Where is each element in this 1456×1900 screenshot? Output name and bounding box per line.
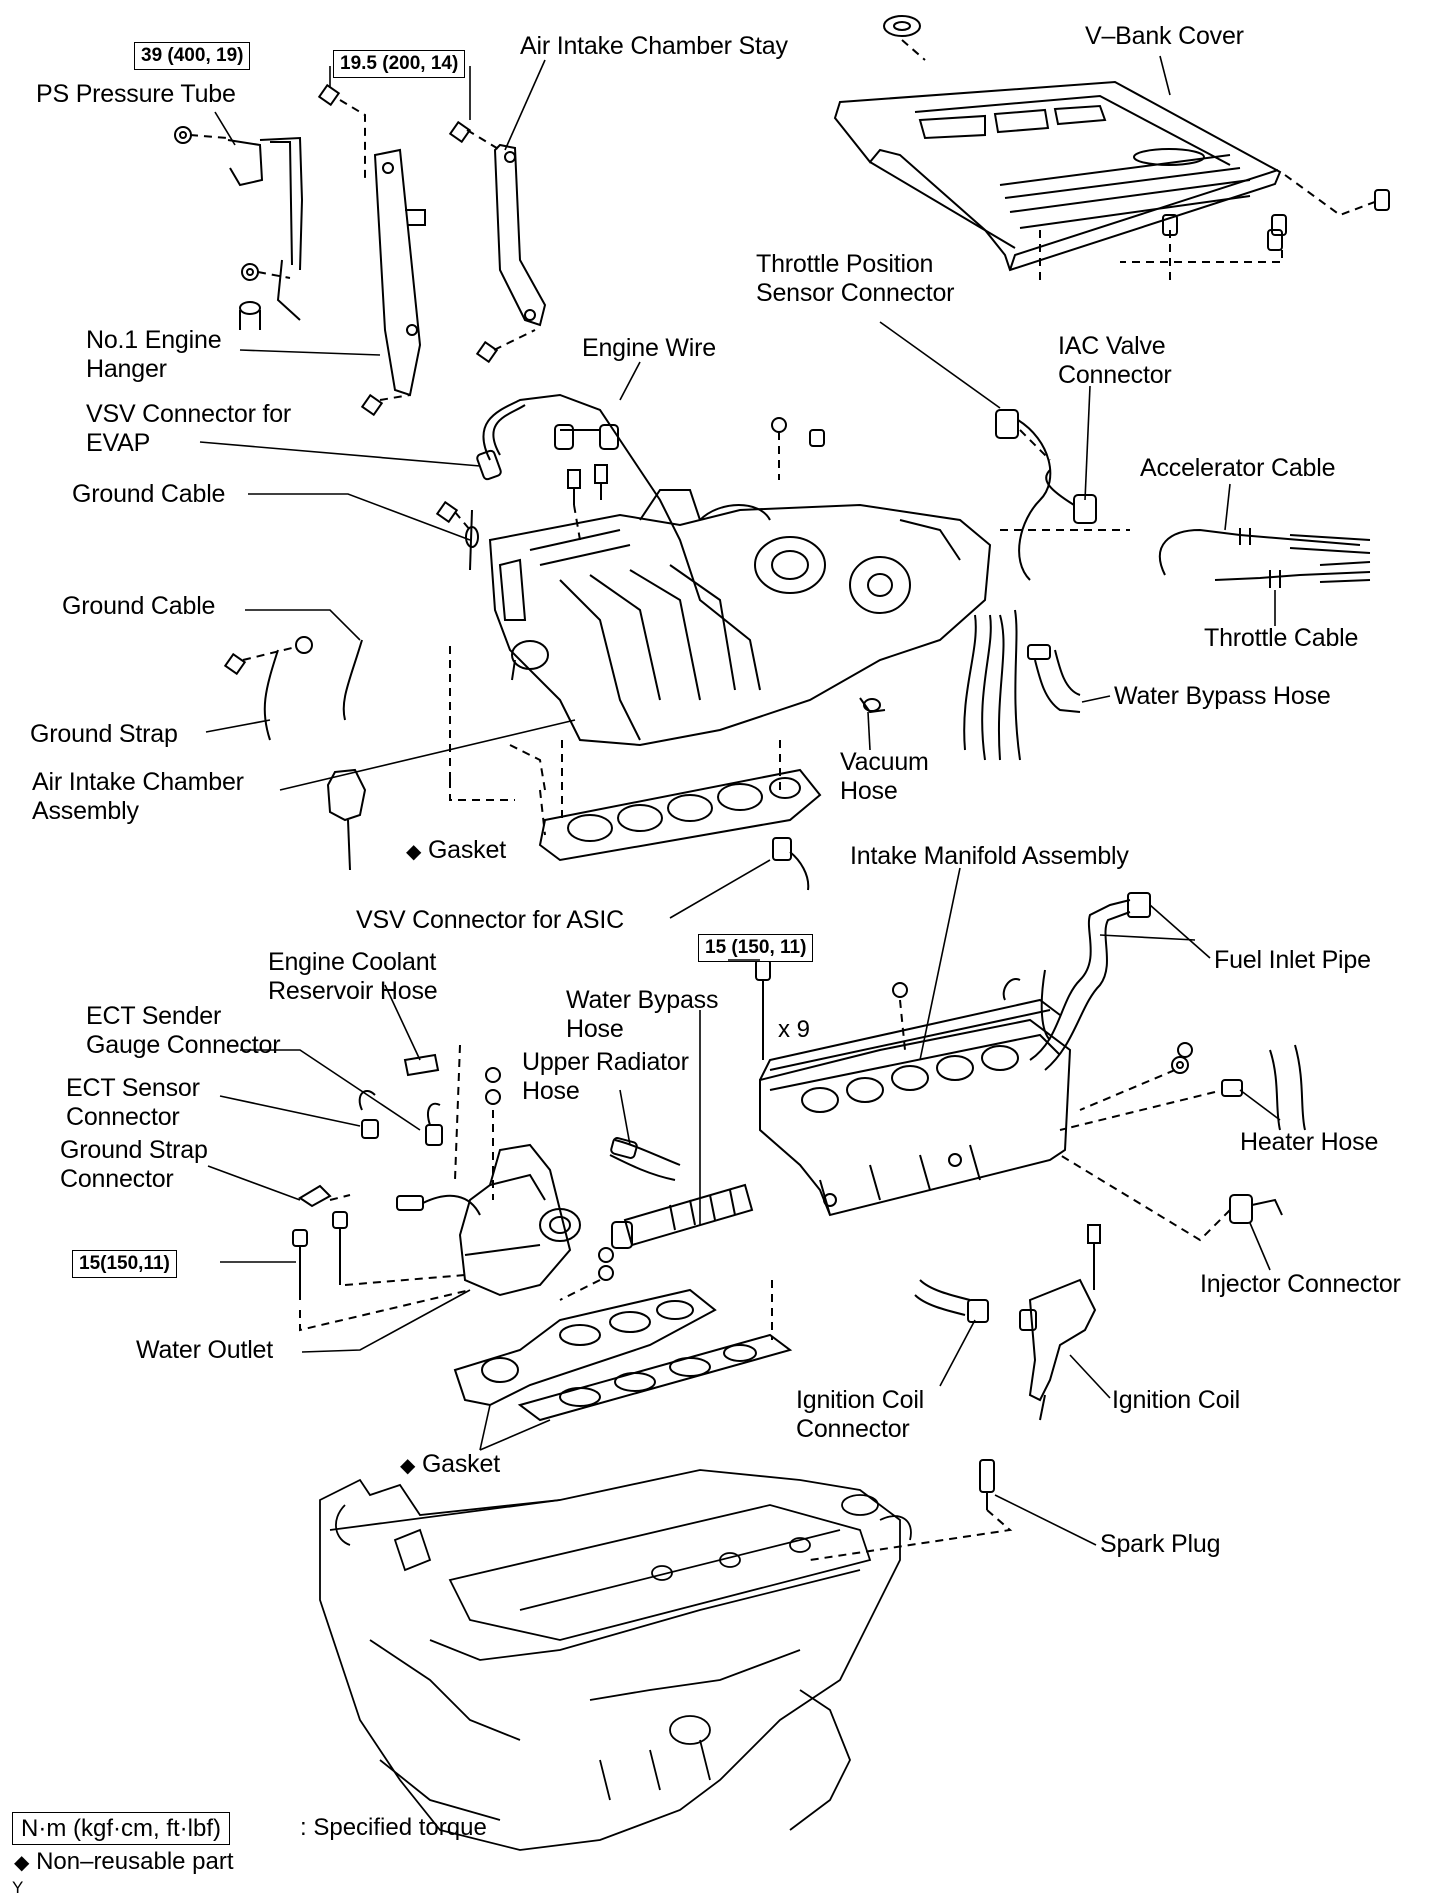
gasket-lower — [453, 1288, 793, 1422]
water-bypass-hose-top — [1027, 644, 1081, 713]
nonreusable-mark: ◆ — [406, 841, 422, 863]
ignition-coil-connector-part — [914, 1279, 989, 1323]
air-intake-stay — [493, 143, 547, 327]
label-accelerator-cable: Accelerator Cable — [1140, 454, 1336, 482]
tps-wire — [995, 409, 1097, 581]
label-fuel-inlet-pipe: Fuel Inlet Pipe — [1214, 946, 1371, 974]
label-vsv-connector-asic: VSV Connector for ASIC — [356, 906, 624, 934]
injector-connector-part — [1229, 1194, 1283, 1224]
label-throttle-cable: Throttle Cable — [1204, 624, 1359, 652]
asic-connector — [772, 837, 810, 891]
label-vacuum-hose: Vacuum Hose — [840, 748, 929, 805]
label-ignition-coil-connector: Ignition Coil Connector — [796, 1386, 925, 1443]
legend-torque-box: N·m (kgf·cm, ft·lbf) — [12, 1812, 230, 1845]
bolts-top — [317, 83, 499, 417]
throttle-cable — [1214, 561, 1371, 588]
label-water-bypass-hose-1: Water Bypass Hose — [1114, 682, 1331, 710]
label-heater-hose: Heater Hose — [1240, 1128, 1379, 1156]
label-water-outlet: Water Outlet — [136, 1336, 273, 1364]
label-iac-valve-connector: IAC Valve Connector — [1058, 332, 1172, 389]
legend-nonreusable: ◆ Non–reusable part — [14, 1848, 234, 1877]
label-ps-pressure-tube: PS Pressure Tube — [36, 80, 236, 108]
label-ignition-coil: Ignition Coil — [1112, 1386, 1241, 1414]
torque-box-15-top: 15 (150, 11) — [698, 934, 814, 962]
reservoir-hose — [403, 1053, 440, 1077]
label-gasket-1: ◆ Gasket — [406, 836, 506, 867]
engine-block — [319, 1469, 912, 1851]
nonreusable-mark: ◆ — [400, 1455, 416, 1477]
label-ground-strap-connector: Ground Strap Connector — [60, 1136, 208, 1193]
label-air-intake-chamber-stay: Air Intake Chamber Stay — [520, 32, 788, 60]
label-throttle-position-sensor-connector: Throttle Position Sensor Connector — [756, 250, 955, 307]
gasket-upper — [538, 768, 822, 862]
ignition-coil-part — [1019, 1224, 1101, 1421]
quantity-label: x 9 — [778, 1016, 811, 1043]
vacuum-hoses — [859, 609, 1021, 761]
label-ground-cable-2: Ground Cable — [62, 592, 216, 620]
label-vsv-connector-evap: VSV Connector for EVAP — [86, 400, 292, 457]
label-intake-manifold-assembly: Intake Manifold Assembly — [850, 842, 1129, 870]
gasket-text: Gasket — [427, 836, 506, 864]
label-injector-connector: Injector Connector — [1200, 1270, 1401, 1298]
label-air-intake-chamber-assembly: Air Intake Chamber Assembly — [32, 768, 244, 825]
spark-plug-part — [979, 1459, 995, 1510]
water-bypass-hose-lower — [611, 1183, 754, 1249]
label-spark-plug: Spark Plug — [1100, 1530, 1221, 1558]
manifold-fasteners — [755, 959, 1193, 1074]
accelerator-cable — [1159, 528, 1371, 576]
label-engine-wire: Engine Wire — [582, 334, 716, 362]
label-ect-sensor-connector: ECT Sensor Connector — [66, 1074, 200, 1131]
label-ect-sender-gauge-connector: ECT Sender Gauge Connector — [86, 1002, 281, 1059]
intake-manifold — [759, 998, 1072, 1217]
legend-nonreusable-desc: Non–reusable part — [36, 1848, 234, 1875]
label-ground-cable-1: Ground Cable — [72, 480, 226, 508]
nonreusable-mark: ◆ — [14, 1852, 30, 1874]
ps-pressure-tube — [227, 136, 304, 330]
label-upper-radiator-hose: Upper Radiator Hose — [522, 1048, 689, 1105]
label-v-bank-cover: V–Bank Cover — [1085, 22, 1244, 50]
label-no1-engine-hanger: No.1 Engine Hanger — [86, 326, 222, 383]
label-engine-coolant-reservoir-hose: Engine Coolant Reservoir Hose — [268, 948, 438, 1005]
legend-torque-desc: : Specified torque — [300, 1814, 487, 1841]
torque-box-39: 39 (400, 19) — [134, 42, 251, 70]
label-gasket-2: ◆ Gasket — [400, 1450, 500, 1481]
ground-cables — [223, 500, 479, 741]
ground-strap-part — [326, 768, 367, 871]
grommet-top — [883, 15, 921, 37]
fuel-inlet-pipe — [1002, 892, 1151, 1071]
engine-hanger — [373, 148, 426, 397]
upper-radiator-hose — [609, 1137, 681, 1181]
label-water-bypass-hose-2: Water Bypass Hose — [566, 986, 719, 1043]
chamber-bolts — [567, 417, 825, 505]
label-ground-strap: Ground Strap — [30, 720, 178, 748]
v-bank-cover — [833, 80, 1282, 272]
cover-mounts — [1162, 189, 1390, 251]
heater-hose — [1221, 1044, 1306, 1131]
gasket-text: Gasket — [421, 1450, 500, 1478]
torque-box-19-5: 19.5 (200, 14) — [333, 50, 466, 78]
water-outlet — [458, 1143, 581, 1297]
air-intake-chamber — [488, 489, 992, 747]
torque-box-15-left: 15(150,11) — [72, 1250, 177, 1278]
outlet-bolts — [292, 1067, 614, 1300]
engine-wire — [476, 393, 761, 691]
corner-mark: Y — [12, 1878, 24, 1897]
ect-wires — [298, 1090, 481, 1216]
